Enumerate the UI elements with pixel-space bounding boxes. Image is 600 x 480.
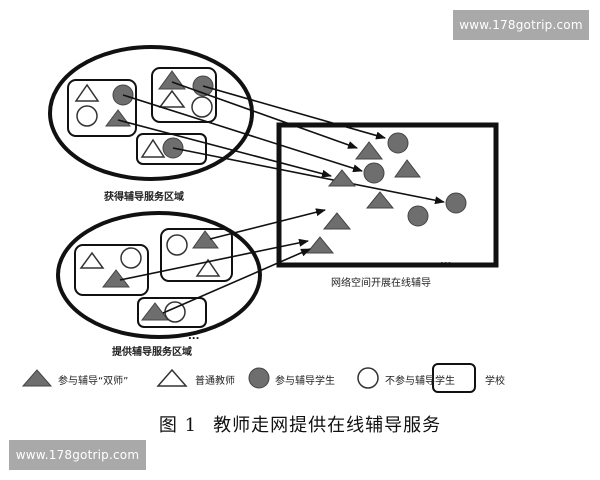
filled-triangle-icon bbox=[192, 230, 220, 249]
legend-label-participating-student: 参与辅导学生 bbox=[275, 376, 335, 387]
filled-circle-icon bbox=[407, 205, 429, 227]
filled-circle-icon bbox=[363, 162, 385, 184]
online-space-label: 网络空间开展在线辅导 bbox=[331, 278, 431, 289]
legend-school-icon bbox=[432, 363, 476, 393]
outline-circle-icon bbox=[76, 105, 98, 127]
legend-filled-triangle-icon bbox=[21, 369, 53, 387]
filled-triangle-icon bbox=[322, 212, 352, 230]
school-box-d bbox=[74, 244, 149, 296]
legend-filled-circle-icon bbox=[248, 367, 270, 389]
lower-ellipsis: ... bbox=[188, 331, 199, 342]
legend-label-non-participating-student: 不参与辅导学生 bbox=[385, 376, 455, 387]
legend-outline-circle-icon bbox=[357, 367, 379, 389]
filled-triangle-icon bbox=[305, 236, 335, 254]
arrow bbox=[119, 238, 309, 281]
watermark-bottom: www.178gotrip.com bbox=[9, 440, 146, 470]
filled-triangle-icon bbox=[365, 191, 395, 209]
school-box-e bbox=[160, 228, 233, 282]
outline-triangle-icon bbox=[74, 83, 100, 102]
upper-region-label: 获得辅导服务区域 bbox=[104, 192, 184, 203]
figure-caption: 图 1 教师走网提供在线辅导服务 bbox=[0, 411, 600, 437]
legend-label-ordinary-teacher: 普通教师 bbox=[195, 376, 235, 387]
arrow bbox=[117, 119, 332, 178]
filled-triangle-icon bbox=[327, 169, 357, 187]
outline-circle-icon bbox=[191, 96, 213, 118]
school-box-a bbox=[67, 79, 137, 137]
filled-triangle-icon bbox=[101, 269, 131, 288]
school-box-f bbox=[137, 297, 207, 328]
outline-circle-icon bbox=[166, 234, 188, 256]
online-space-box bbox=[276, 122, 499, 268]
outline-triangle-icon bbox=[140, 138, 166, 158]
arrow bbox=[171, 81, 358, 149]
filled-triangle-icon bbox=[354, 141, 384, 160]
figure-title: 教师走网提供在线辅导服务 bbox=[213, 415, 442, 436]
arrow bbox=[122, 94, 363, 173]
legend-label-dual-teacher: 参与辅导“双师” bbox=[58, 376, 129, 387]
outline-circle-icon bbox=[120, 247, 142, 269]
arrow bbox=[172, 147, 445, 205]
filled-circle-icon bbox=[445, 192, 467, 214]
filled-triangle-icon bbox=[140, 302, 170, 321]
school-box-b bbox=[151, 67, 217, 123]
upper-region-ellipse bbox=[48, 45, 254, 181]
watermark-top: www.178gotrip.com bbox=[453, 10, 589, 40]
arrow bbox=[202, 85, 386, 140]
outline-triangle-icon bbox=[158, 89, 186, 108]
arrow bbox=[162, 248, 311, 314]
lower-region-label: 提供辅导服务区域 bbox=[112, 347, 192, 358]
filled-triangle-icon bbox=[158, 70, 186, 90]
online-ellipsis: ... bbox=[440, 256, 451, 267]
lower-region-ellipse bbox=[56, 211, 262, 339]
figure-number: 图 1 bbox=[158, 415, 198, 436]
outline-triangle-icon bbox=[79, 251, 105, 269]
legend-label-school: 学校 bbox=[485, 376, 505, 387]
filled-triangle-icon bbox=[394, 159, 422, 178]
filled-circle-icon bbox=[387, 132, 409, 154]
outline-triangle-icon bbox=[195, 258, 221, 277]
arrow bbox=[209, 208, 326, 240]
filled-triangle-icon bbox=[105, 109, 131, 127]
legend-outline-triangle-icon bbox=[156, 368, 188, 387]
